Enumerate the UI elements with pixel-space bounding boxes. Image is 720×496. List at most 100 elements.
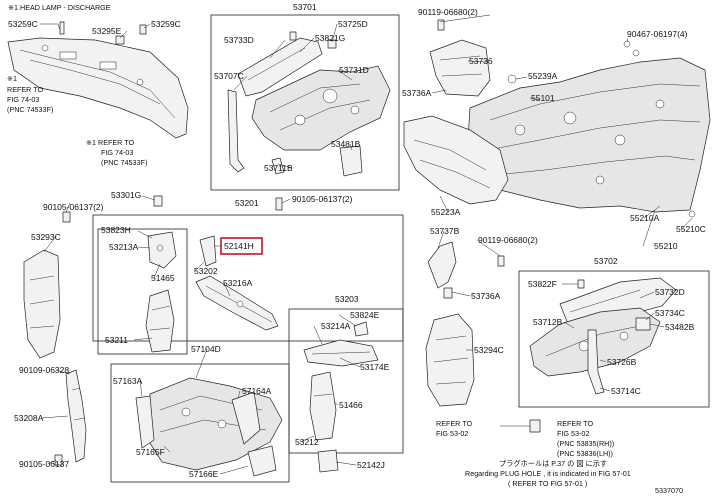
sketch-bracket-53736 (429, 19, 491, 97)
callout-53736A-b[interactable]: 53736A (471, 291, 501, 301)
callout-90467-06197[interactable]: 90467-06197(4) (627, 29, 688, 39)
callout-53203[interactable]: 53203 (335, 294, 359, 304)
frame-53213-group (97, 228, 188, 355)
callout-51466[interactable]: 51466 (339, 400, 363, 410)
callout-90119-06680-b[interactable]: 90119-06680(2) (478, 235, 538, 245)
note-ref-7403-b-line2: FIG 74-03 (101, 148, 133, 157)
callout-57163A[interactable]: 57163A (113, 376, 143, 386)
sketch-side-seal-53293C (23, 249, 61, 359)
callout-53726B[interactable]: 53726B (607, 357, 637, 367)
callout-51465[interactable]: 51465 (151, 273, 175, 283)
callout-53293C[interactable]: 53293C (31, 232, 61, 242)
callout-53712B[interactable]: 53712B (533, 317, 563, 327)
callout-53824E[interactable]: 53824E (350, 310, 380, 320)
sketch-clips (59, 21, 147, 45)
callout-53294C[interactable]: 53294C (474, 345, 504, 355)
sketch-support-53203 (303, 321, 379, 473)
note-head-lamp: ※1 HEAD LAMP - DISCHARGE (8, 3, 111, 12)
callout-53482B[interactable]: 53482B (665, 322, 695, 332)
callout-53301G[interactable]: 53301G (111, 190, 141, 200)
callout-55210C[interactable]: 55210C (676, 224, 706, 234)
callout-53714C[interactable]: 53714C (611, 386, 641, 396)
group-frames (92, 14, 710, 483)
note-ref-5302-line2: FIG 53-02 (436, 429, 468, 438)
callout-53707C[interactable]: 53707C (214, 71, 244, 81)
callout-53259C-b[interactable]: 53259C (151, 19, 181, 29)
sketch-bracket-53737B (427, 241, 457, 299)
leader-lines (40, 14, 693, 475)
callout-53736A-a[interactable]: 53736A (402, 88, 432, 98)
sketch-reinforcement-57104D (135, 377, 283, 477)
callout-53823H[interactable]: 53823H (101, 225, 131, 235)
callout-53481B[interactable]: 53481B (331, 139, 361, 149)
callout-53214A[interactable]: 53214A (321, 321, 351, 331)
callout-53711B[interactable]: 53711B (264, 163, 293, 173)
callout-57166E[interactable]: 57166E (189, 469, 219, 479)
callout-53211[interactable]: 53211 (105, 335, 128, 345)
callout-52141H[interactable]: 52141H (224, 241, 254, 251)
callout-90109-06328[interactable]: 90109-06328 (19, 365, 69, 375)
note-ref-5302-b-line1: REFER TO (557, 419, 593, 428)
callout-57104D[interactable]: 57104D (191, 344, 221, 354)
callout-57165F[interactable]: 57165F (136, 447, 165, 457)
callout-53202[interactable]: 53202 (194, 266, 218, 276)
frame-53702 (518, 270, 710, 408)
callout-53201[interactable]: 53201 (235, 198, 259, 208)
sketch-support-53213A (145, 231, 177, 353)
sketch-insulator-55223A (403, 115, 509, 205)
callout-90105-06137-a[interactable]: 90105-06137(2) (292, 194, 353, 204)
sketch-support-53208A (65, 369, 87, 463)
note-ref-7403-a-line1: ※1 (7, 74, 17, 83)
note-plug-line2: Regarding PLUG HOLE , it is indicated in… (465, 469, 631, 478)
callout-53259C-a[interactable]: 53259C (8, 19, 38, 29)
callout-53822F[interactable]: 53822F (528, 279, 557, 289)
callout-55223A[interactable]: 55223A (431, 207, 461, 217)
note-ref-5302-b-line4: (PNC 53836(LH)) (557, 449, 613, 458)
callout-53701[interactable]: 53701 (293, 2, 317, 12)
note-ref-7403-a-line3: FIG 74-03 (7, 95, 39, 104)
callout-55239A[interactable]: 55239A (528, 71, 558, 81)
callout-53174E[interactable]: 53174E (360, 362, 390, 372)
callout-53736[interactable]: 53736 (469, 56, 493, 66)
sketch-bolts-right (497, 255, 541, 433)
sketch-bolts (54, 195, 283, 466)
callout-53731D[interactable]: 53731D (339, 65, 369, 75)
note-ref-7403-b-line3: (PNC 74533F) (101, 158, 147, 167)
sketch-hood-ledge-53701 (227, 31, 391, 177)
callout-53737B[interactable]: 53737B (430, 226, 460, 236)
callout-90119-06680-a[interactable]: 90119-06680(2) (418, 7, 478, 17)
callout-90105-06137-b[interactable]: 90105-06137(2) (43, 202, 104, 212)
callout-53725D[interactable]: 53725D (338, 19, 368, 29)
callout-55210A[interactable]: 55210A (630, 213, 660, 223)
sketch-hood-ledge-53702 (529, 277, 677, 395)
sketch-crossmember-53216A (195, 235, 279, 331)
callout-53734C[interactable]: 53734C (655, 308, 685, 318)
note-ref-5302-line1: REFER TO (436, 419, 472, 428)
callout-52142J[interactable]: 52142J (357, 460, 385, 470)
callout-55101[interactable]: 55101 (531, 93, 555, 103)
callout-53295E[interactable]: 53295E (92, 26, 122, 36)
sketch-grommets (507, 40, 696, 218)
callout-53821G[interactable]: 53821G (315, 33, 345, 43)
note-ref-7403-a-line2: REFER TO (7, 85, 43, 94)
callout-53733D[interactable]: 53733D (224, 35, 254, 45)
part-sketches (7, 19, 711, 477)
callout-53216A[interactable]: 53216A (223, 278, 253, 288)
sketch-radiator-cover (7, 37, 189, 139)
callout-53208A[interactable]: 53208A (14, 413, 44, 423)
note-ref-5302-b-line2: FIG 53-02 (557, 429, 589, 438)
note-ref-5302-b-line3: (PNC 53835(RH)) (557, 439, 614, 448)
note-plug-line3: ( REFER TO FIG 57-01 ) (508, 479, 587, 488)
notes: ※1 HEAD LAMP - DISCHARGE ※1 REFER TO FIG… (7, 3, 683, 495)
callout-53213A[interactable]: 53213A (109, 242, 139, 252)
callout-55210[interactable]: 55210 (654, 241, 678, 251)
note-plug-line1: プラグホールは P.37 の 図 に示す (499, 459, 607, 468)
callout-53212[interactable]: 53212 (295, 437, 319, 447)
figure-code: 5337070 (655, 486, 683, 495)
callout-57164A[interactable]: 57164A (242, 386, 272, 396)
callout-90105-06137-c[interactable]: 90105-06137 (19, 459, 69, 469)
callout-53702[interactable]: 53702 (594, 256, 618, 266)
callout-53732D[interactable]: 53732D (655, 287, 685, 297)
